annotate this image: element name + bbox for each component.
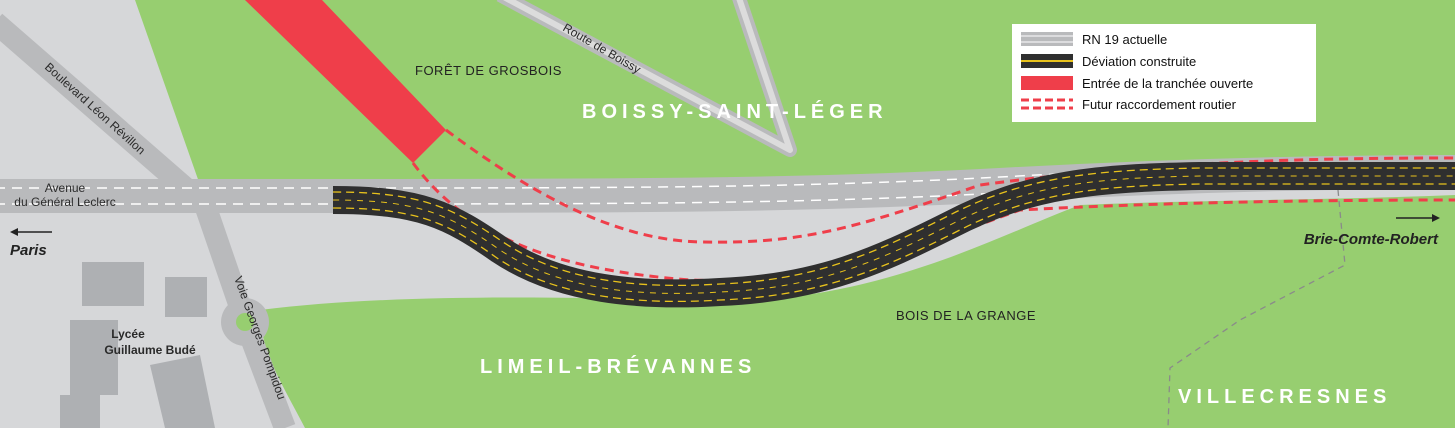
boissy-label: BOISSY-SAINT-LÉGER <box>582 100 888 123</box>
legend-swatch-trench <box>1021 76 1073 90</box>
lycee-label-line2: Guillaume Budé <box>104 343 196 357</box>
limeil-label: LIMEIL-BRÉVANNES <box>480 355 756 378</box>
avenue-label-line1: Avenue <box>45 181 86 195</box>
route-de-boissy-edge <box>502 0 793 153</box>
legend-label-existing: RN 19 actuelle <box>1082 32 1167 47</box>
deviation-line-a <box>332 167 1455 287</box>
building-blocks <box>60 262 215 428</box>
deviation-line-c <box>332 175 1455 294</box>
arrow-left-icon <box>10 228 52 236</box>
paris-label: Paris <box>10 242 47 259</box>
bois-grange-area <box>260 195 1455 428</box>
brie-label: Brie-Comte-Robert <box>1304 231 1439 248</box>
future-connection <box>411 128 1455 282</box>
bd-leon-revillon-road <box>0 13 296 428</box>
villecresnes-label: VILLECRESNES <box>1178 386 1391 408</box>
arrow-right-icon <box>1396 214 1440 222</box>
commune-boundary <box>1167 189 1346 428</box>
legend-swatch-built <box>1021 54 1073 68</box>
legend-swatch-future <box>1021 98 1073 110</box>
legend: RN 19 actuelle Déviation construite Entr… <box>1012 24 1316 122</box>
lycee-label-line1: Lycée <box>111 327 145 341</box>
legend-label-future: Futur raccordement routier <box>1082 97 1237 112</box>
legend-label-trench: Entrée de la tranchée ouverte <box>1082 76 1253 91</box>
avenue-label-line2: du Général Leclerc <box>14 195 115 209</box>
legend-swatch-existing <box>1021 32 1073 46</box>
trench-entrance <box>245 0 446 163</box>
bois-grange-label: BOIS DE LA GRANGE <box>896 308 1036 323</box>
legend-label-built: Déviation construite <box>1082 54 1196 69</box>
forest-grosbois-label: FORÊT DE GROSBOIS <box>415 63 562 78</box>
roundabout-center <box>236 313 254 331</box>
